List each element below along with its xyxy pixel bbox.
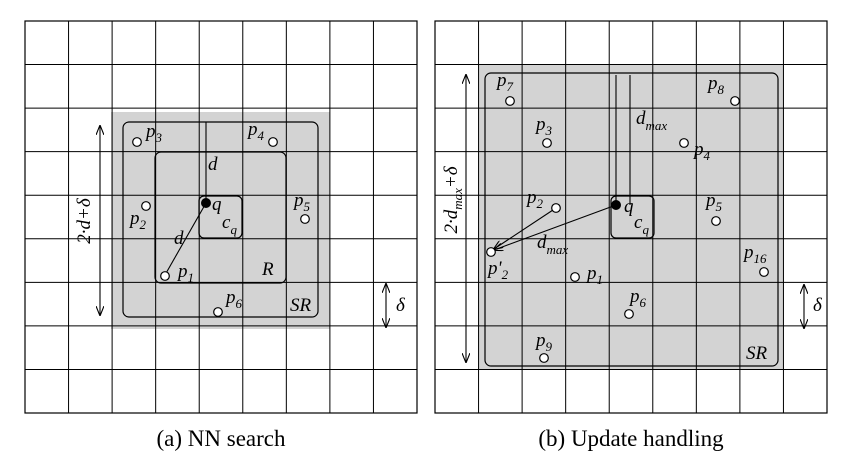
panel-nn-search: q cq d d R SR p1 p2 p3 p4 p5 p6 2·d+δ δ … (24, 20, 418, 451)
label-p2-left: p2 (128, 208, 147, 232)
label-p3-right: p3 (534, 114, 553, 138)
label-d-diag-left: d (174, 228, 184, 249)
grid-right (435, 21, 827, 413)
label-p1-right: p1 (585, 263, 603, 287)
dist-arrow-dmax (494, 204, 617, 250)
point-p4-left (268, 137, 278, 147)
point-p8 (730, 96, 740, 106)
cell-cq-left (198, 195, 243, 239)
point-p3-left (132, 137, 142, 147)
region-sr-left (122, 121, 319, 318)
point-p5-left (300, 214, 310, 224)
label-dmax-diag: dmax (537, 232, 568, 257)
grid-frame-right (434, 20, 828, 414)
point-p2-left (141, 201, 151, 211)
label-p16: p16 (742, 242, 767, 266)
label-p8: p8 (706, 73, 725, 97)
label-p1-left: p1 (176, 261, 194, 285)
cell-cq-right (610, 195, 655, 239)
label-dim-left: 2·d+δ (74, 197, 95, 244)
shaded-search-area-right (479, 65, 784, 370)
label-p6-right: p6 (628, 286, 647, 310)
label-p4-left: p4 (246, 119, 265, 143)
label-p4-right: p4 (692, 139, 711, 163)
query-point-left (201, 198, 211, 208)
label-p6-left: p6 (224, 287, 243, 311)
shaded-search-area (111, 112, 330, 329)
caption-right: (b) Update handling (538, 426, 724, 451)
label-sr-right: SR (746, 343, 768, 364)
point-p4-right (679, 138, 689, 148)
point-p5-right (711, 216, 721, 226)
point-p2-moved (486, 247, 496, 257)
label-cq-left: cq (222, 212, 237, 237)
label-sr-left: SR (290, 295, 312, 316)
point-p3-right (542, 138, 552, 148)
point-p16 (759, 267, 769, 277)
label-p5-right: p5 (704, 190, 723, 214)
query-point-right (611, 200, 621, 210)
label-q-left: q (212, 194, 222, 215)
panel-update-handling: q cq dmax dmax SR p1 p2 p'2 p3 p4 p5 p6 … (434, 20, 828, 451)
label-r: R (261, 259, 274, 280)
region-sr-right (484, 72, 779, 367)
label-p2-right: p2 (525, 187, 544, 211)
label-delta-right: δ (813, 295, 823, 316)
point-p9 (539, 353, 549, 363)
point-p1-right (570, 272, 580, 282)
label-dmax-top: dmax (636, 108, 667, 133)
point-p1-left (160, 271, 170, 281)
point-p7 (505, 96, 515, 106)
caption-left: (a) NN search (157, 426, 286, 451)
label-p5-left: p5 (292, 190, 311, 214)
label-p7: p7 (495, 70, 514, 94)
label-p3-left: p3 (144, 121, 163, 145)
label-cq-right: cq (634, 212, 649, 237)
dist-line-diag-left (164, 202, 207, 276)
label-p9: p9 (534, 330, 553, 354)
label-d-top-left: d (208, 154, 218, 175)
label-dim-right: 2·dmax+δ (441, 165, 465, 233)
move-arrow-p2 (494, 207, 557, 249)
label-delta-left: δ (396, 295, 406, 316)
point-p6-right (624, 309, 634, 319)
point-p6-left (213, 307, 223, 317)
label-q-right: q (624, 196, 634, 217)
grid-frame-left (24, 20, 418, 414)
region-r (154, 151, 287, 284)
point-p2-right (551, 203, 561, 213)
label-p2-moved: p'2 (486, 258, 509, 282)
